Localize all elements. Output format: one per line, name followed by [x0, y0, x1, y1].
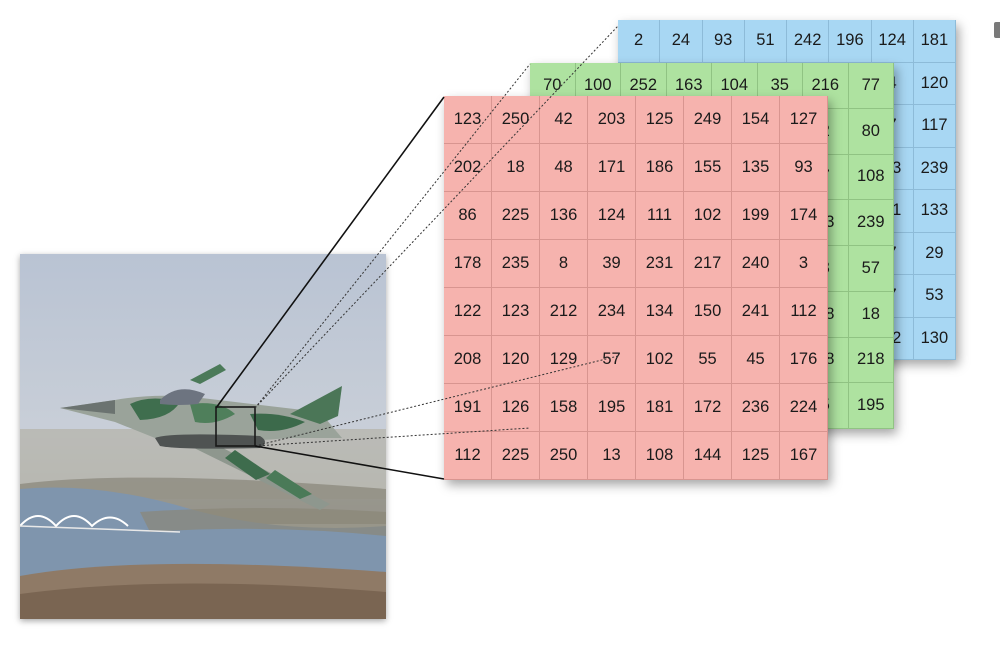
red-pixel-cell: 57 [588, 336, 636, 384]
red-pixel-cell: 240 [732, 240, 780, 288]
red-pixel-cell: 136 [540, 192, 588, 240]
red-pixel-cell: 174 [780, 192, 828, 240]
blue-pixel-cell: 130 [913, 317, 956, 360]
blue-pixel-cell: 133 [913, 190, 956, 233]
red-pixel-cell: 3 [780, 240, 828, 288]
edge-marker [994, 22, 1000, 38]
blue-pixel-cell: 117 [913, 105, 956, 148]
red-pixel-cell: 241 [732, 288, 780, 336]
red-pixel-cell: 126 [492, 384, 540, 432]
red-pixel-cell: 42 [540, 96, 588, 144]
red-pixel-cell: 208 [444, 336, 492, 384]
red-pixel-cell: 171 [588, 144, 636, 192]
green-pixel-cell: 239 [848, 200, 894, 246]
blue-pixel-cell: 51 [744, 20, 787, 63]
green-pixel-cell: 108 [848, 154, 894, 201]
green-pixel-cell: 195 [848, 383, 894, 429]
red-pixel-cell: 55 [684, 336, 732, 384]
red-pixel-cell: 135 [732, 144, 780, 192]
red-pixel-cell: 102 [636, 336, 684, 384]
blue-pixel-cell: 2 [618, 20, 661, 63]
red-pixel-cell: 191 [444, 384, 492, 432]
blue-pixel-cell: 53 [913, 275, 956, 318]
red-pixel-cell: 124 [588, 192, 636, 240]
red-pixel-cell: 202 [444, 144, 492, 192]
green-pixel-cell: 18 [848, 291, 894, 338]
red-pixel-cell: 176 [780, 336, 828, 384]
green-pixel-cell: 57 [848, 246, 894, 292]
red-pixel-cell: 112 [780, 288, 828, 336]
red-pixel-cell: 231 [636, 240, 684, 288]
red-pixel-cell: 125 [732, 432, 780, 480]
red-pixel-cell: 234 [588, 288, 636, 336]
red-pixel-cell: 93 [780, 144, 828, 192]
red-pixel-cell: 86 [444, 192, 492, 240]
red-pixel-cell: 235 [492, 240, 540, 288]
blue-pixel-cell: 29 [913, 232, 956, 275]
red-pixel-cell: 45 [732, 336, 780, 384]
red-pixel-cell: 250 [540, 432, 588, 480]
red-pixel-cell: 155 [684, 144, 732, 192]
red-pixel-cell: 203 [588, 96, 636, 144]
red-pixel-cell: 18 [492, 144, 540, 192]
red-pixel-cell: 144 [684, 432, 732, 480]
blue-pixel-cell: 24 [660, 20, 703, 63]
green-pixel-cell: 218 [848, 337, 894, 384]
red-pixel-cell: 158 [540, 384, 588, 432]
red-pixel-cell: 195 [588, 384, 636, 432]
red-pixel-cell: 39 [588, 240, 636, 288]
green-pixel-cell: 80 [848, 108, 894, 155]
fighter-jet-photo [20, 254, 386, 619]
red-pixel-cell: 48 [540, 144, 588, 192]
red-pixel-cell: 236 [732, 384, 780, 432]
red-pixel-cell: 111 [636, 192, 684, 240]
red-pixel-cell: 123 [492, 288, 540, 336]
red-pixel-cell: 120 [492, 336, 540, 384]
red-pixel-cell: 167 [780, 432, 828, 480]
red-pixel-cell: 217 [684, 240, 732, 288]
red-pixel-cell: 212 [540, 288, 588, 336]
red-pixel-cell: 8 [540, 240, 588, 288]
red-pixel-cell: 249 [684, 96, 732, 144]
red-pixel-cell: 102 [684, 192, 732, 240]
red-pixel-cell: 172 [684, 384, 732, 432]
red-pixel-cell: 199 [732, 192, 780, 240]
red-pixel-cell: 225 [492, 192, 540, 240]
red-pixel-cell: 181 [636, 384, 684, 432]
blue-pixel-cell: 242 [787, 20, 830, 63]
red-pixel-cell: 250 [492, 96, 540, 144]
red-pixel-cell: 122 [444, 288, 492, 336]
red-pixel-cell: 13 [588, 432, 636, 480]
red-pixel-cell: 123 [444, 96, 492, 144]
red-pixel-cell: 108 [636, 432, 684, 480]
red-pixel-cell: 154 [732, 96, 780, 144]
blue-pixel-cell: 93 [702, 20, 745, 63]
red-pixel-cell: 178 [444, 240, 492, 288]
blue-pixel-cell: 124 [871, 20, 914, 63]
red-pixel-cell: 129 [540, 336, 588, 384]
red-pixel-cell: 125 [636, 96, 684, 144]
red-pixel-cell: 127 [780, 96, 828, 144]
red-pixel-cell: 150 [684, 288, 732, 336]
blue-pixel-cell: 196 [829, 20, 872, 63]
red-pixel-cell: 186 [636, 144, 684, 192]
red-pixel-cell: 225 [492, 432, 540, 480]
red-pixel-cell: 112 [444, 432, 492, 480]
blue-pixel-cell: 120 [913, 62, 956, 105]
blue-pixel-cell: 181 [913, 20, 956, 63]
blue-pixel-cell: 239 [913, 147, 956, 190]
green-pixel-cell: 77 [848, 63, 894, 109]
red-pixel-cell: 134 [636, 288, 684, 336]
red-pixel-cell: 224 [780, 384, 828, 432]
